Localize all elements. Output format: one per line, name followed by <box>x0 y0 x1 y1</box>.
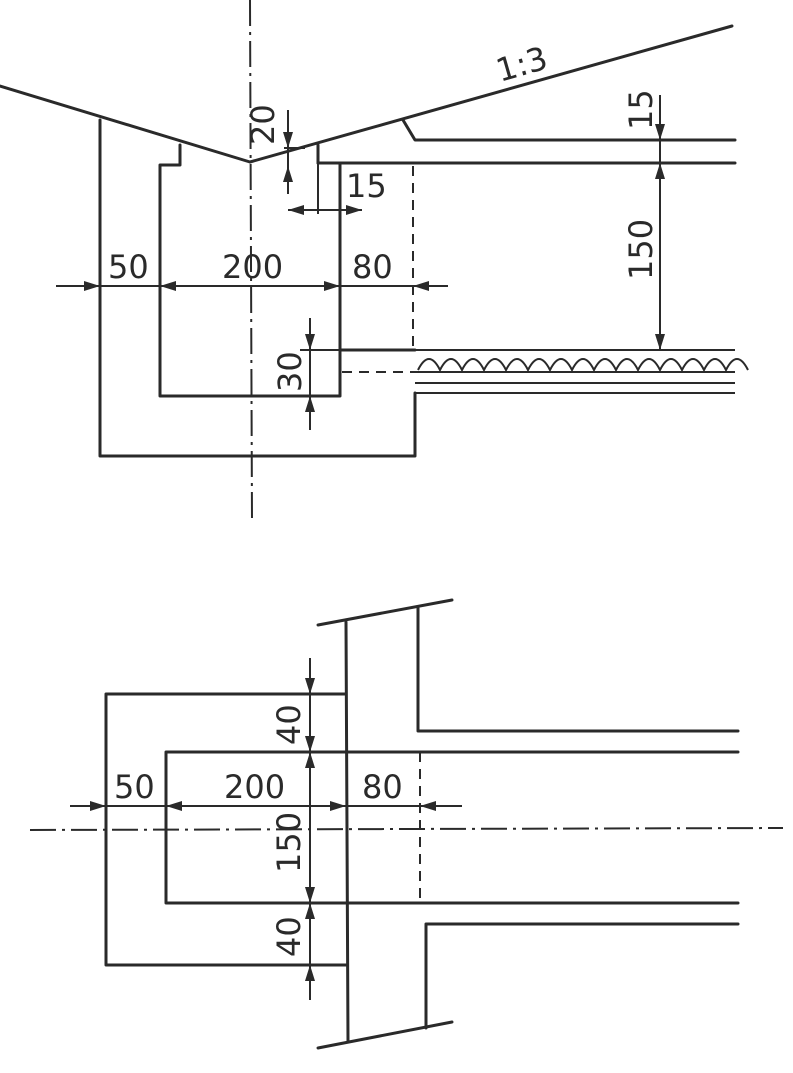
plan-dim-80-arrow-right <box>420 801 436 811</box>
section-center-axis <box>249 0 253 523</box>
plan-dim-40-bottom-arrow-bottom <box>305 965 315 981</box>
plan-dim-40-top-arrow-top <box>305 678 315 694</box>
dim-15-top-label: 15 <box>346 167 387 205</box>
plan-view: 40 150 40 50 200 80 <box>29 598 784 1050</box>
dim-30-arrow-top <box>305 334 315 350</box>
dim-80-arrow-right <box>413 281 429 291</box>
plan-dim-150-arrow-top <box>305 752 315 768</box>
gravel-layer <box>417 358 749 373</box>
plan-dim-150-label: 150 <box>270 812 308 873</box>
plan-dim-50-arrow-left <box>90 801 106 811</box>
plan-dim-40-bottom-arrow-top <box>305 903 315 919</box>
dim-15-top-arrow-left <box>288 205 304 215</box>
plan-inner-channel-top <box>164 750 740 905</box>
dim-15-top-arrow-right <box>346 205 362 215</box>
plan-center-axis <box>29 827 784 831</box>
plan-dim-40-top-label: 40 <box>270 704 308 745</box>
plan-outer-box <box>104 692 348 967</box>
dim-200-label: 200 <box>222 248 283 286</box>
plan-wall-right-bottom <box>424 922 740 1030</box>
plan-dim-50-label: 50 <box>114 768 155 806</box>
dim-20-arrow-top <box>283 132 293 148</box>
plan-dim-200-label: 200 <box>224 768 285 806</box>
slope-label: 1:3 <box>492 39 552 90</box>
section-outer-wall <box>98 118 417 458</box>
dim-150-label: 150 <box>622 219 660 280</box>
plan-dim-200-arrow-right <box>330 801 346 811</box>
dim-20-label: 20 <box>244 104 282 145</box>
plan-dim-40-bottom-label: 40 <box>270 916 308 957</box>
right-slope-line <box>248 24 734 164</box>
section-top-ledge <box>316 143 342 352</box>
plan-dim-40-top-arrow-bottom <box>305 736 315 752</box>
dim-15-right-label: 15 <box>622 89 660 130</box>
plan-dim-80-label: 80 <box>362 768 403 806</box>
plan-wall-left <box>344 620 350 1044</box>
left-ground-line <box>0 84 252 164</box>
plan-dim-150-arrow-bottom <box>305 887 315 903</box>
plan-top-edge <box>316 598 454 627</box>
dim-30-arrow-bottom <box>305 396 315 412</box>
plan-dim-50-arrow-right <box>166 801 182 811</box>
dim-50-arrow-right <box>160 281 176 291</box>
dim-150-arrow-bottom <box>655 334 665 350</box>
dim-80-label: 80 <box>352 248 393 286</box>
dim-50-arrow-left <box>84 281 100 291</box>
dim-30-label: 30 <box>271 351 309 392</box>
plan-wall-right-top <box>416 606 740 733</box>
dim-15-right-arrow-top <box>655 124 665 140</box>
dim-50-label: 50 <box>108 248 149 286</box>
dim-20-arrow-bottom <box>283 166 293 182</box>
plan-bottom-edge <box>316 1020 454 1050</box>
section-view: 20 15 1:3 15 150 50 200 80 30 <box>0 0 749 523</box>
section-road-surface <box>401 118 737 142</box>
dim-200-arrow-right <box>324 281 340 291</box>
